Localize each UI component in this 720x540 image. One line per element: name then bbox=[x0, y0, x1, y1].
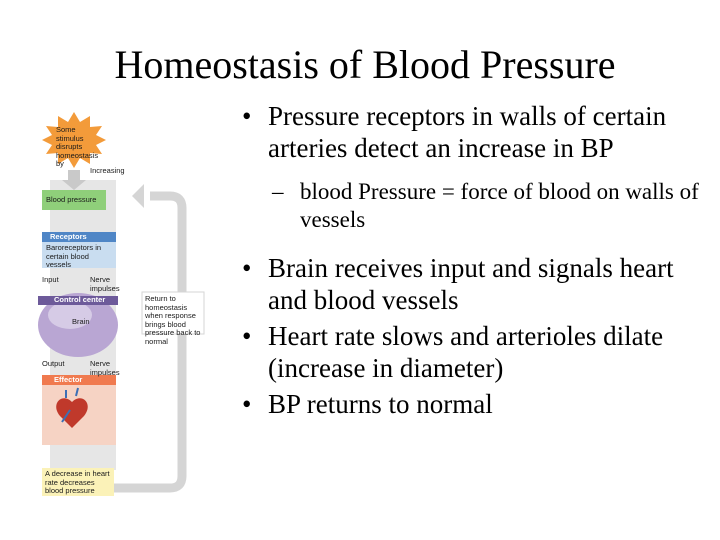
return-note-box bbox=[141, 291, 205, 335]
homeostasis-diagram: Some stimulus disrupts homeostasis by In… bbox=[32, 110, 232, 505]
bullet-dot: • bbox=[242, 101, 252, 131]
sub-bullet-dash: – bbox=[272, 179, 284, 204]
bullet-2-text: Brain receives input and signals heart a… bbox=[268, 253, 674, 315]
result-label: A decrease in heart rate decreases blood… bbox=[45, 469, 110, 495]
heart-icon bbox=[56, 398, 88, 428]
nerve-impulses-output-label: Nerve impulses bbox=[90, 359, 120, 377]
increasing-arrow bbox=[62, 170, 86, 190]
bullet-dot: • bbox=[242, 253, 252, 283]
bullet-1-text: Pressure receptors in walls of certain a… bbox=[268, 101, 667, 163]
return-loop-arrow bbox=[52, 191, 187, 493]
bullet-4-text: BP returns to normal bbox=[268, 389, 493, 419]
blood-pressure-label: Blood pressure bbox=[46, 195, 97, 204]
bullet-list: • Pressure receptors in walls of certain … bbox=[240, 100, 715, 420]
input-label: Input bbox=[42, 275, 59, 284]
stimulus-label: Some stimulus disrupts homeostasis by bbox=[56, 125, 99, 168]
control-center-label: Control center bbox=[54, 295, 106, 304]
bullet-4: • BP returns to normal bbox=[240, 388, 715, 420]
heart-vessels bbox=[61, 387, 79, 423]
control-center-band bbox=[38, 296, 118, 305]
diagram-graphics bbox=[38, 112, 205, 496]
receptors-label: Receptors bbox=[50, 232, 87, 241]
stimulus-starburst bbox=[42, 112, 106, 168]
receptors-desc: Baroreceptors in certain blood vessels bbox=[46, 243, 102, 269]
effector-label: Effector bbox=[54, 375, 83, 384]
bullet-dot: • bbox=[242, 389, 252, 419]
bullet-2: • Brain receives input and signals heart … bbox=[240, 252, 715, 316]
blood-pressure-box bbox=[42, 190, 106, 210]
brain-label: Brain bbox=[72, 317, 90, 326]
bullet-dot: • bbox=[242, 321, 252, 351]
bullet-1: • Pressure receptors in walls of certain … bbox=[240, 100, 715, 164]
nerve-impulses-input-label: Nerve impulses bbox=[90, 275, 120, 293]
return-note-label: Return to homeostasis when response brin… bbox=[145, 294, 201, 346]
effector-header bbox=[42, 375, 116, 385]
bullet-3: • Heart rate slows and arterioles dilate … bbox=[240, 320, 715, 384]
sub-bullet-1-text: blood Pressure = force of blood on walls… bbox=[300, 179, 699, 232]
receptors-body bbox=[42, 242, 116, 268]
control-center-highlight bbox=[48, 301, 92, 329]
increasing-label: Increasing bbox=[90, 166, 125, 175]
result-box bbox=[42, 468, 114, 496]
bullet-3-text: Heart rate slows and arterioles dilate (… bbox=[268, 321, 664, 383]
return-loop-arrowhead bbox=[132, 184, 144, 208]
sub-bullet-1: –blood Pressure = force of blood on wall… bbox=[240, 178, 715, 234]
slide-title: Homeostasis of Blood Pressure bbox=[114, 42, 616, 87]
receptors-header bbox=[42, 232, 116, 242]
output-label: Output bbox=[42, 359, 65, 368]
